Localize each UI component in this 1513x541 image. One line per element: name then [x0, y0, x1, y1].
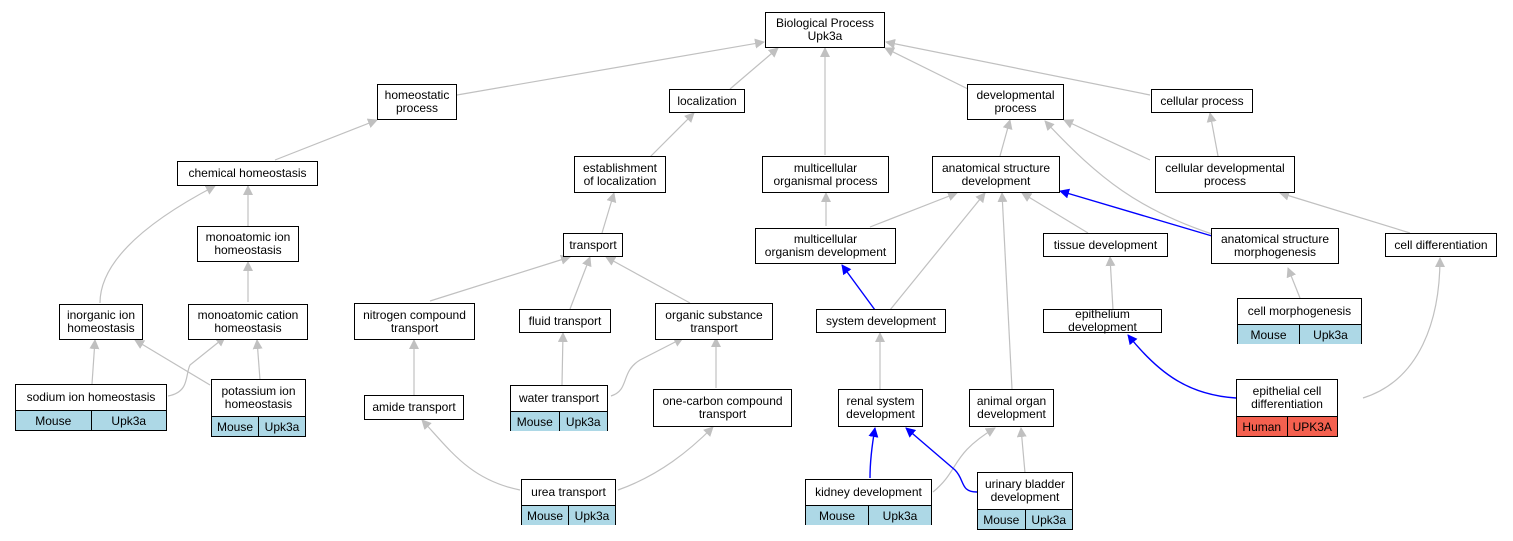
node-animal-organ-development: animal organ development [969, 389, 1054, 427]
node-transport: transport [563, 233, 623, 257]
node-label: epithelial cell differentiation [1237, 380, 1337, 417]
edge-bladder-renal-blue [905, 427, 978, 493]
node-fluid-transport: fluid transport [519, 309, 611, 333]
edge-urea-amide [421, 419, 521, 491]
edge-cellmorph-anatmorph [1286, 267, 1301, 299]
gene-cell: Upk3a [1024, 510, 1072, 529]
edge-fluid-transport [569, 256, 592, 310]
gene-cell: Upk3a [1299, 325, 1361, 344]
edge-kidney-animalorgan [932, 427, 996, 493]
node-label: urinary bladder development [978, 473, 1072, 510]
node-cell-differentiation: cell differentiation [1385, 233, 1497, 257]
species-cell: Mouse [806, 506, 868, 525]
node-label: kidney development [806, 480, 931, 506]
node-multicellular-organism-development: multicellular organism development [755, 228, 896, 264]
node-tissue-development: tissue development [1043, 233, 1168, 257]
node-nitrogen-compound-transport: nitrogen compound transport [354, 303, 475, 340]
node-one-carbon-compound-transport: one-carbon compound transport [653, 389, 792, 427]
node-renal-system-development: renal system development [838, 389, 923, 427]
gene-cell: Upk3a [558, 412, 607, 431]
species-cell: Mouse [1238, 325, 1299, 344]
node-epithelium-development: epithelium development [1043, 308, 1162, 334]
edge-anatmorph-anatdev-blue [1059, 188, 1213, 237]
edge-anatdev-developmental [999, 119, 1013, 157]
edge-anatmorph-developmental [1044, 120, 1213, 235]
species-cell: Human [1237, 417, 1287, 436]
edge-animalorgan-anatdev [997, 192, 1013, 390]
node-inorganic-ion-homeostasis: inorganic ion homeostasis [59, 304, 143, 340]
node-localization: localization [669, 89, 745, 113]
edge-systemdev-anatdev [889, 192, 986, 311]
node-cellular-process: cellular process [1151, 89, 1253, 113]
species-cell: Mouse [511, 412, 559, 431]
node-cellular-developmental-process: cellular developmental process [1155, 156, 1295, 193]
edge-water-fluid [557, 332, 568, 386]
node-label: urea transport [522, 480, 615, 506]
node-anatomical-structure-development: anatomical structure development [932, 156, 1060, 193]
edge-epithcell-celldiff [1362, 257, 1445, 399]
node-establishment-of-localization: establishment of localization [574, 156, 666, 193]
gene-cell: Upk3a [258, 417, 305, 436]
edge-chemhomeo-homeostatic [274, 118, 378, 161]
gene-cell: UPK3A [1286, 417, 1337, 436]
edge-tissuedev-anatdev [1021, 192, 1089, 234]
node-developmental-process: developmental process [967, 84, 1064, 120]
species-cell: Mouse [16, 411, 91, 430]
edge-celldiff-celldev [1279, 190, 1411, 234]
node-label: water transport [511, 386, 607, 412]
edge-water-organic [610, 337, 684, 397]
node-label: potassium ion homeostasis [212, 380, 305, 417]
edge-nitrogen-transport [429, 254, 571, 302]
gene-cell: Upk3a [568, 506, 615, 525]
edge-developmental-root [884, 47, 971, 91]
node-label: cell morphogenesis [1238, 299, 1361, 325]
species-cell: Mouse [978, 510, 1025, 529]
edge-epithcell-epithdev-blue [1127, 334, 1237, 399]
edge-potassium-monocation [252, 339, 263, 381]
edge-establishment-localization [649, 112, 695, 158]
edge-homeostatic-root [456, 38, 765, 96]
node-chemical-homeostasis: chemical homeostasis [177, 161, 318, 186]
node-amide-transport: amide transport [364, 395, 464, 420]
node-anatomical-structure-morphogenesis: anatomical structure morphogenesis [1211, 228, 1339, 264]
edge-urea-onecarbon [617, 426, 714, 491]
node-biological-process: Biological Process Upk3a [765, 12, 885, 48]
edge-cellular-root [885, 38, 1151, 96]
edge-celldev-developmental [1063, 119, 1151, 161]
edge-bladder-animalorgan [1016, 427, 1027, 474]
node-system-development: system development [816, 309, 946, 333]
edge-systemdev-multicelldev-blue [841, 264, 876, 311]
gene-cell: Upk3a [90, 411, 166, 430]
edge-multicelldev-anatdev [869, 191, 958, 228]
edge-potassium-inorg [134, 339, 211, 386]
species-cell: Mouse [212, 417, 258, 436]
edge-localization-root [729, 47, 779, 90]
node-organic-substance-transport: organic substance transport [655, 303, 773, 340]
node-label: sodium ion homeostasis [16, 385, 166, 411]
node-monoatomic-cation-homeostasis: monoatomic cation homeostasis [188, 304, 308, 340]
node-homeostatic-process: homeostatic process [377, 84, 457, 120]
edge-celldev-cellular [1206, 112, 1219, 157]
node-monoatomic-ion-homeostasis: monoatomic ion homeostasis [197, 226, 299, 262]
node-multicellular-organismal-process: multicellular organismal process [762, 156, 889, 193]
edge-sodium-monocation [167, 336, 226, 397]
edge-organic-transport [605, 256, 691, 304]
edge-transport-establishment [601, 192, 617, 234]
edge-sodium-inorg [89, 339, 100, 385]
gene-cell: Upk3a [868, 506, 931, 525]
edge-epithdev-tissuedev [1105, 256, 1116, 311]
edge-kidney-renal-blue [868, 427, 879, 479]
species-cell: Mouse [522, 506, 568, 525]
edge-inorg-chemhomeo [99, 185, 216, 304]
